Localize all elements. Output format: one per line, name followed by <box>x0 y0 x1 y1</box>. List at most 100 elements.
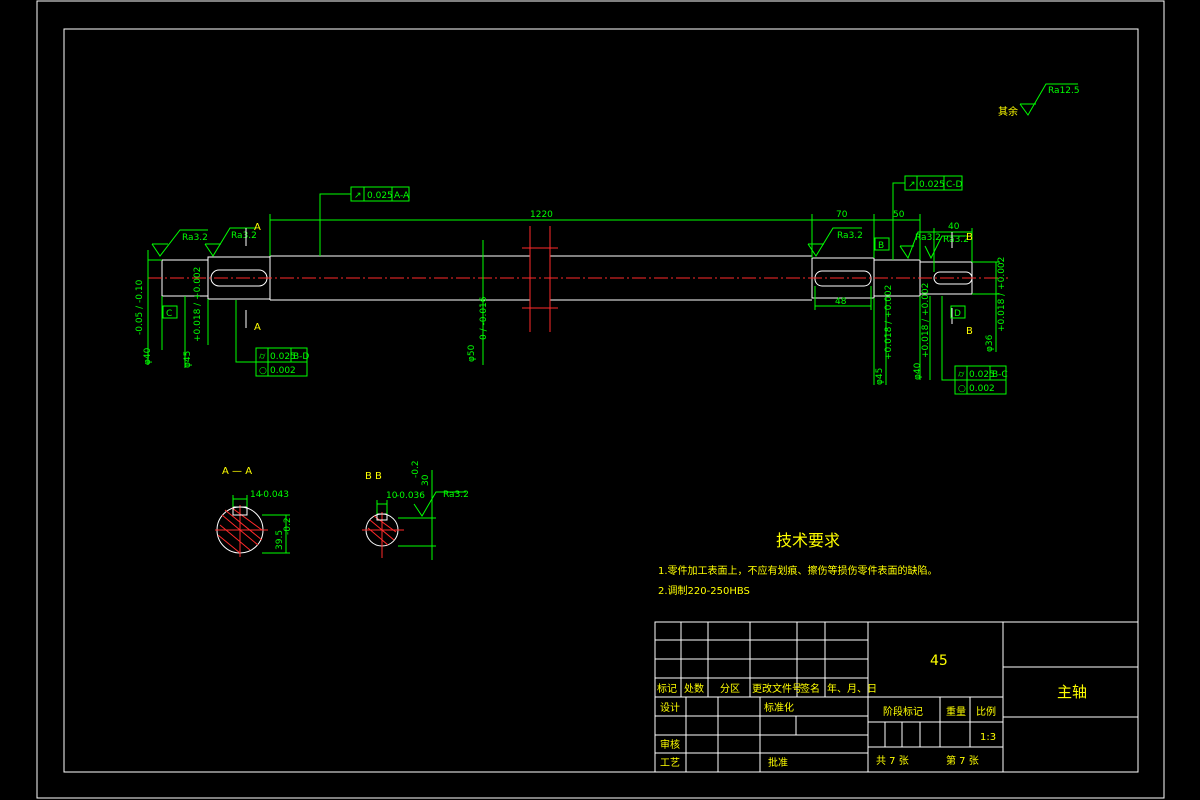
svg-text:0.025: 0.025 <box>919 180 945 190</box>
svg-text:0.025: 0.025 <box>270 352 296 362</box>
svg-text:签名: 签名 <box>800 682 820 695</box>
tolerance-frame-bottom-right: ⌭ 0.025 B-C ○ 0.002 <box>941 296 1008 395</box>
svg-text:A-A: A-A <box>394 191 410 201</box>
material: 45 <box>930 653 948 669</box>
diameter-50: φ50 0 / -0.016 <box>467 240 489 365</box>
svg-text:B-C: B-C <box>992 370 1008 380</box>
svg-text:C-D: C-D <box>946 180 963 190</box>
svg-text:○: ○ <box>259 366 267 376</box>
part-name: 主轴 <box>1057 683 1087 701</box>
tech-requirements: 技术要求 1.零件加工表面上，不应有划痕、擦伤等损伤零件表面的缺陷。 2.调制2… <box>658 531 938 597</box>
svg-text:0.025: 0.025 <box>367 191 393 201</box>
svg-text:30: 30 <box>421 474 431 486</box>
svg-text:+0.018 / +0.002: +0.018 / +0.002 <box>884 285 894 360</box>
svg-text:50: 50 <box>893 210 905 220</box>
svg-text:-0.043: -0.043 <box>260 490 289 500</box>
section-a-a-title: A — A <box>222 466 252 477</box>
svg-text:φ45: φ45 <box>183 351 193 368</box>
dimension-1220: 1220 <box>269 210 813 258</box>
svg-text:1220: 1220 <box>530 210 553 220</box>
svg-text:+0.018 / +0.002: +0.018 / +0.002 <box>193 267 203 342</box>
svg-text:○: ○ <box>958 384 966 394</box>
svg-text:↗: ↗ <box>908 180 916 190</box>
diameter-45-right: φ45 +0.018 / +0.002 <box>873 285 894 385</box>
svg-text:10: 10 <box>386 491 398 501</box>
svg-text:更改文件号: 更改文件号 <box>752 682 802 695</box>
datum-c: C <box>162 305 178 319</box>
svg-text:70: 70 <box>836 210 848 220</box>
section-b-b-title: B B <box>365 471 382 482</box>
svg-text:第 7 张: 第 7 张 <box>946 754 979 767</box>
svg-text:40: 40 <box>948 222 960 232</box>
svg-text:D: D <box>954 309 961 319</box>
svg-text:标记: 标记 <box>657 683 677 695</box>
diameter-40-left: φ40 -0.05 / -0.10 <box>135 250 163 365</box>
tolerance-frame-top-right: ↗ 0.025 C-D <box>892 175 963 260</box>
svg-text:0 / -0.016: 0 / -0.016 <box>479 296 489 340</box>
svg-text:Ra3.2: Ra3.2 <box>443 490 469 500</box>
datum-b: B <box>874 237 890 251</box>
svg-text:0.002: 0.002 <box>969 384 995 394</box>
dimension-50: 50 <box>874 210 921 260</box>
svg-text:-0.036: -0.036 <box>396 491 425 501</box>
svg-text:φ45: φ45 <box>875 368 885 385</box>
svg-text:B-D: B-D <box>293 352 309 362</box>
svg-text:φ36: φ36 <box>985 334 995 352</box>
svg-text:C: C <box>166 309 172 319</box>
svg-text:B: B <box>878 241 884 251</box>
svg-text:B: B <box>966 326 973 337</box>
roughness-symbol-2: Ra3.2 <box>204 227 257 257</box>
svg-text:↗: ↗ <box>354 191 362 201</box>
dimension-70: 70 <box>812 210 875 258</box>
svg-text:39.5: 39.5 <box>275 530 285 550</box>
diameter-45-left: φ45 +0.018 / +0.002 <box>183 267 209 368</box>
roughness-symbol-3: Ra3.2 <box>807 227 863 257</box>
drawing-frame <box>63 28 1139 773</box>
svg-text:共 7 张: 共 7 张 <box>876 755 909 767</box>
diameter-36: φ36 +0.018 / +0.002 <box>972 257 1007 352</box>
shaft-main-view <box>148 226 1008 332</box>
roughness-other-prefix: 其余 <box>998 105 1018 118</box>
svg-text:-0.05 / -0.10: -0.05 / -0.10 <box>135 279 145 335</box>
svg-text:φ50: φ50 <box>467 344 477 362</box>
svg-text:⌭: ⌭ <box>958 370 965 380</box>
section-b-b: B B 10 -0.036 30 -0.2 Ra3.2 <box>362 460 469 560</box>
svg-text:分区: 分区 <box>720 683 740 695</box>
svg-text:0.025: 0.025 <box>969 370 995 380</box>
svg-text:-0.2: -0.2 <box>283 517 293 535</box>
diameter-40-right: φ40 +0.018 / +0.002 <box>913 283 931 380</box>
tech-requirements-title: 技术要求 <box>776 531 840 550</box>
svg-text:48: 48 <box>835 297 847 307</box>
svg-text:处数: 处数 <box>684 682 704 695</box>
svg-text:重量: 重量 <box>946 705 966 718</box>
svg-text:设计: 设计 <box>660 701 680 714</box>
sheet-border <box>36 0 1165 799</box>
tolerance-frame-top-left: ↗ 0.025 A-A <box>319 186 410 256</box>
svg-text:φ40: φ40 <box>143 347 153 365</box>
svg-text:+0.018 / +0.002: +0.018 / +0.002 <box>921 283 931 358</box>
svg-text:审核: 审核 <box>660 738 680 751</box>
svg-text:A: A <box>254 322 261 333</box>
svg-text:B: B <box>966 232 973 243</box>
roughness-other-value: Ra12.5 <box>1048 86 1080 96</box>
section-cut-a: A A <box>245 222 261 333</box>
tolerance-frame-bottom-left: ⌭ 0.025 B-D ○ 0.002 <box>235 300 309 377</box>
datum-d: D <box>950 305 966 319</box>
svg-text:Ra3.2: Ra3.2 <box>231 231 257 241</box>
roughness-other-symbol: 其余 Ra12.5 <box>998 83 1080 118</box>
svg-text:⌭: ⌭ <box>259 352 266 362</box>
title-block: 标记 处数 分区 更改文件号 签名 年、月、日 设计 标准化 审核 工艺 批准 … <box>654 621 1139 773</box>
svg-text:比例: 比例 <box>976 705 996 718</box>
roughness-symbol-4: Ra3.2 <box>899 231 941 260</box>
svg-text:1:3: 1:3 <box>980 732 996 743</box>
svg-text:Ra3.2: Ra3.2 <box>943 235 969 245</box>
svg-text:年、月、日: 年、月、日 <box>827 682 877 695</box>
section-a-a: A — A 14 -0.043 39.5 -0.2 <box>215 466 293 557</box>
tech-requirement-1: 1.零件加工表面上，不应有划痕、擦伤等损伤零件表面的缺陷。 <box>658 564 938 577</box>
svg-text:Ra3.2: Ra3.2 <box>915 233 941 243</box>
svg-text:批准: 批准 <box>768 756 788 769</box>
svg-text:标准化: 标准化 <box>764 701 794 714</box>
svg-text:阶段标记: 阶段标记 <box>883 705 923 718</box>
svg-text:工艺: 工艺 <box>660 757 680 769</box>
